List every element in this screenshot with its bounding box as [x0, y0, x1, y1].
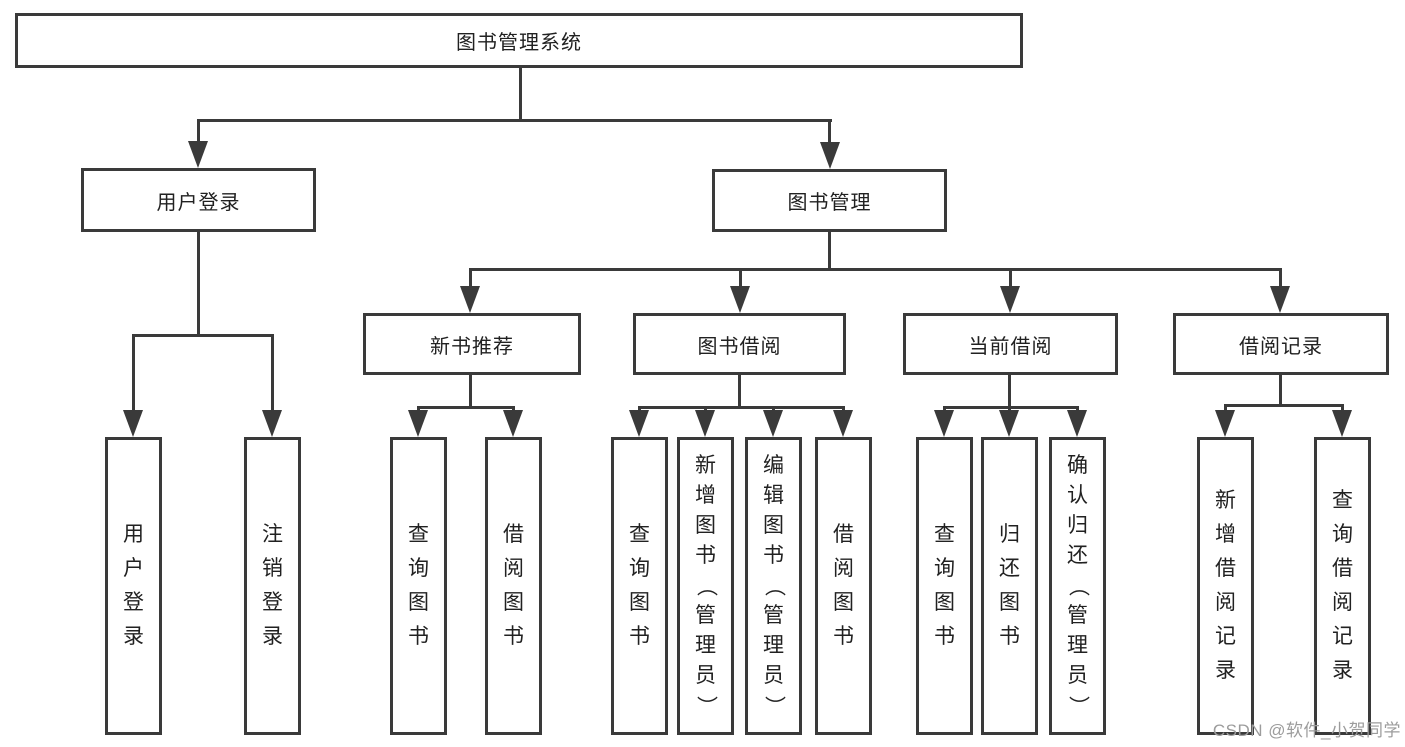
connector-level3-bar [469, 268, 1282, 271]
arrow-down-icon [999, 410, 1019, 437]
node-user-login: 用户登录 [81, 168, 316, 232]
node-borrow-records: 借阅记录 [1173, 313, 1389, 375]
leaf-label: 借阅图书 [503, 523, 524, 648]
node-new-book-rec: 新书推荐 [363, 313, 581, 375]
arrow-down-icon [820, 142, 840, 169]
connector-trunk [1008, 375, 1011, 409]
node-leaf-add-borrow-record: 新增借阅记录 [1197, 437, 1254, 735]
node-leaf-logout: 注销登录 [244, 437, 301, 735]
leaf-label: 查询借阅记录 [1332, 489, 1353, 682]
leaf-label: 用户登录 [123, 523, 144, 648]
arrow-down-icon [188, 141, 208, 168]
connector-trunk [469, 375, 472, 409]
node-book-mgmt-label: 图书管理 [787, 192, 872, 214]
connector-user-login-bar [132, 334, 274, 337]
node-leaf-return-book: 归还图书 [981, 437, 1038, 735]
connector-user-login-trunk [197, 232, 200, 337]
leaf-label: 新增图书（管理员） [694, 454, 718, 717]
arrow-down-icon [408, 410, 428, 437]
connector-level3-drop [739, 268, 742, 290]
leaf-label: 查询图书 [629, 523, 650, 648]
arrow-down-icon [629, 410, 649, 437]
leaf-label: 查询图书 [934, 523, 955, 648]
connector-leaf-drop [132, 334, 135, 412]
node-book-borrow: 图书借阅 [633, 313, 846, 375]
connector-trunk [1279, 375, 1282, 407]
connector-book-mgmt-trunk [828, 232, 831, 271]
leaf-label: 归还图书 [999, 523, 1020, 648]
arrow-down-icon [262, 410, 282, 437]
arrow-down-icon [695, 410, 715, 437]
node-current-borrow: 当前借阅 [903, 313, 1118, 375]
node-leaf-query-borrow-record: 查询借阅记录 [1314, 437, 1371, 735]
arrow-down-icon [934, 410, 954, 437]
node-leaf-query-book-rec: 查询图书 [390, 437, 447, 735]
connector-bar [1224, 404, 1344, 407]
arrow-down-icon [1067, 410, 1087, 437]
connector-root-trunk [519, 67, 522, 121]
node-leaf-edit-book-admin: 编辑图书（管理员） [745, 437, 802, 735]
connector-bar [638, 406, 845, 409]
connector-trunk [738, 375, 741, 409]
node-leaf-borrow-book-borrow: 借阅图书 [815, 437, 872, 735]
arrow-down-icon [1332, 410, 1352, 437]
csdn-watermark: CSDN @软件_小贺同学 [1212, 721, 1401, 740]
connector-level3-drop [469, 268, 472, 290]
leaf-label: 确认归还（管理员） [1066, 454, 1090, 717]
node-leaf-query-book-borrow: 查询图书 [611, 437, 668, 735]
leaf-label: 查询图书 [408, 523, 429, 648]
node-current-borrow-label: 当前借阅 [968, 335, 1053, 358]
connector-level2-bar [197, 119, 832, 122]
node-leaf-borrow-book-rec: 借阅图书 [485, 437, 542, 735]
leaf-label: 编辑图书（管理员） [762, 454, 786, 717]
leaf-label: 新增借阅记录 [1215, 489, 1236, 682]
node-book-borrow-label: 图书借阅 [697, 335, 782, 358]
connector-level3-drop [1279, 268, 1282, 290]
node-user-login-label: 用户登录 [156, 191, 241, 214]
connector-bar [417, 406, 515, 409]
connector-book-mgmt-drop [828, 119, 831, 144]
arrow-down-icon [1215, 410, 1235, 437]
node-leaf-confirm-return-admin: 确认归还（管理员） [1049, 437, 1106, 735]
connector-leaf-drop [271, 334, 274, 412]
node-new-book-rec-label: 新书推荐 [430, 335, 514, 358]
arrow-down-icon [763, 410, 783, 437]
connector-level3-drop [1009, 268, 1012, 290]
arrow-down-icon [1270, 286, 1290, 313]
connector-bar [943, 406, 1079, 409]
node-borrow-records-label: 借阅记录 [1239, 335, 1323, 358]
arrow-down-icon [833, 410, 853, 437]
node-leaf-user-login: 用户登录 [105, 437, 162, 735]
node-leaf-add-book-admin: 新增图书（管理员） [677, 437, 734, 735]
node-book-mgmt: 图书管理 [712, 169, 947, 232]
node-library-system-label: 图书管理系统 [456, 32, 582, 54]
node-library-system: 图书管理系统 [15, 13, 1023, 68]
arrow-down-icon [730, 286, 750, 313]
leaf-label: 借阅图书 [833, 523, 854, 648]
arrow-down-icon [460, 286, 480, 313]
node-leaf-query-book-current: 查询图书 [916, 437, 973, 735]
arrow-down-icon [1000, 286, 1020, 313]
arrow-down-icon [123, 410, 143, 437]
leaf-label: 注销登录 [262, 523, 283, 648]
arrow-down-icon [503, 410, 523, 437]
connector-user-login-drop [197, 119, 200, 144]
